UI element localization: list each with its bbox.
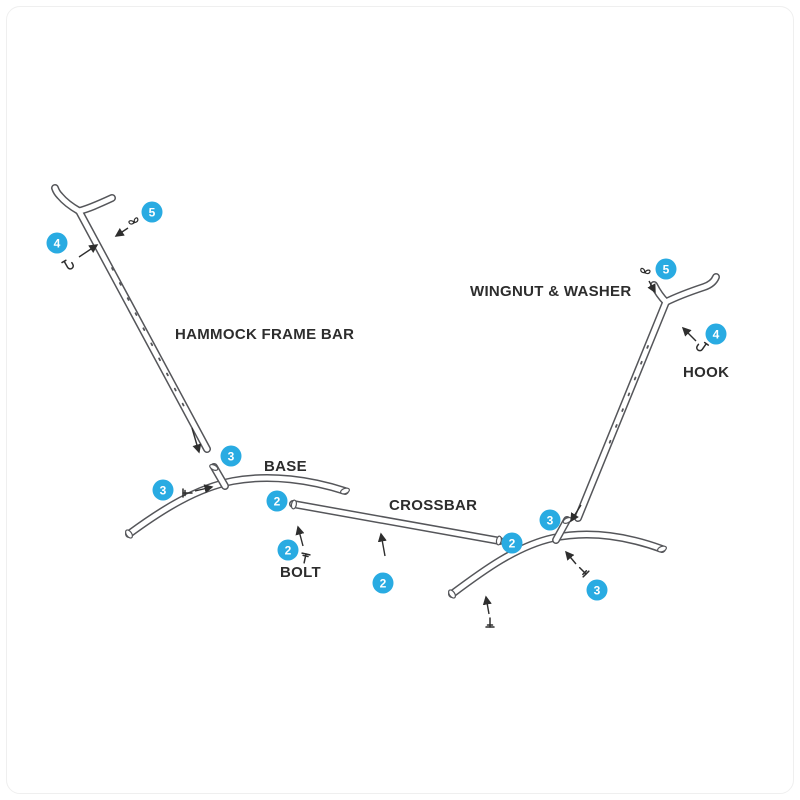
step-badge: 5 xyxy=(141,201,163,223)
arrow-icon xyxy=(570,504,582,523)
arrow-icon xyxy=(647,280,656,294)
right-base-tube xyxy=(448,530,668,599)
bolt-icon xyxy=(182,488,193,498)
right-frame-bar-tube xyxy=(574,273,720,522)
arrow-icon xyxy=(681,326,697,342)
step-badge: 2 xyxy=(372,572,394,594)
arrow-icon xyxy=(194,484,214,494)
step-badge: 3 xyxy=(220,445,242,467)
label-hammock-frame-bar: HAMMOCK FRAME BAR xyxy=(175,326,355,343)
label-bolt: BOLT xyxy=(280,564,321,581)
crossbar-tube xyxy=(289,499,504,546)
arrow-icon xyxy=(114,227,129,237)
wingnut-icon xyxy=(640,267,651,275)
bolt-icon xyxy=(578,566,590,578)
arrow-icon xyxy=(377,532,387,557)
arrow-icon xyxy=(78,244,99,258)
step-badge: 2 xyxy=(266,490,288,512)
step-badge: 3 xyxy=(539,509,561,531)
step-badge: 3 xyxy=(586,579,608,601)
label-base: BASE xyxy=(264,458,307,475)
arrow-icon xyxy=(482,595,492,615)
step-badge: 2 xyxy=(277,539,299,561)
label-wingnut-washer: WINGNUT & WASHER xyxy=(470,283,632,300)
bolt-icon xyxy=(485,617,495,628)
step-badge: 2 xyxy=(501,532,523,554)
arrow-icon xyxy=(191,427,202,454)
step-badge: 5 xyxy=(655,258,677,280)
assembly-arrows xyxy=(78,227,697,615)
step-badge: 3 xyxy=(152,479,174,501)
left-base-socket xyxy=(209,463,229,490)
hook-icon xyxy=(696,341,710,352)
label-crossbar: CROSSBAR xyxy=(389,497,478,514)
step-badge: 4 xyxy=(46,232,68,254)
bolt-icon xyxy=(301,552,311,564)
left-base-tube xyxy=(125,474,351,539)
left-frame-bar-tube xyxy=(51,184,211,453)
arrow-icon xyxy=(565,550,577,565)
right-base-socket xyxy=(552,516,572,544)
hook-icon xyxy=(61,259,74,270)
wingnut-icon xyxy=(128,217,139,225)
step-badge: 4 xyxy=(705,323,727,345)
label-hook: HOOK xyxy=(683,364,730,381)
arrow-icon xyxy=(295,525,305,547)
